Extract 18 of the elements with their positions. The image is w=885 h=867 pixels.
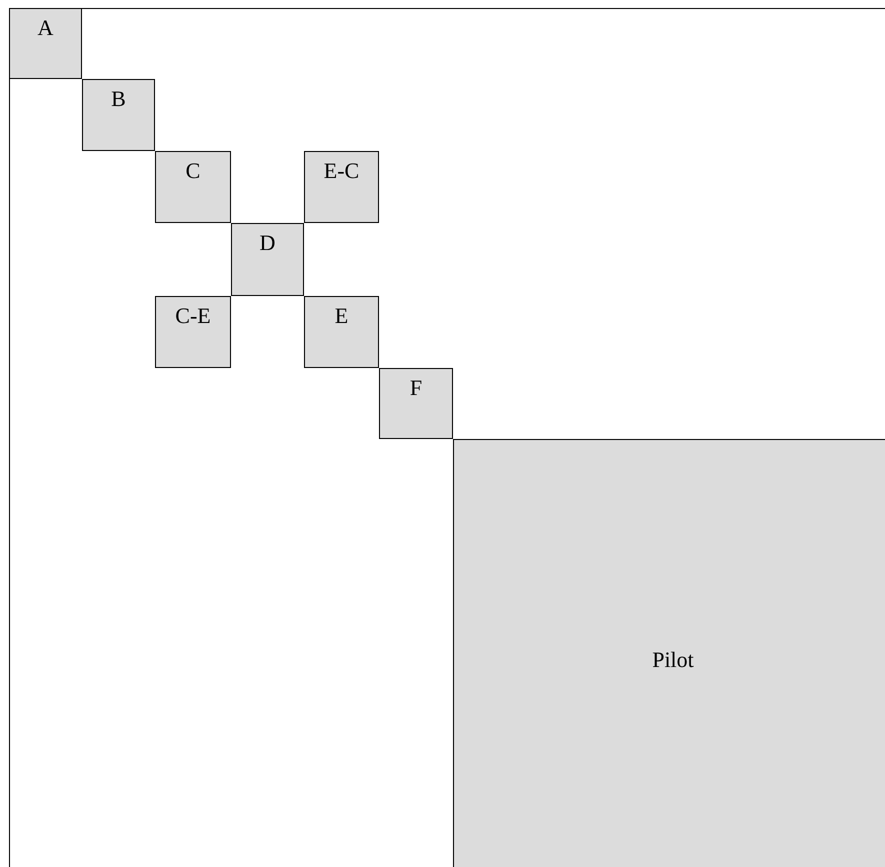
block-label: A — [36, 15, 54, 41]
block-label: E — [334, 303, 350, 329]
matrix-block — [82, 79, 155, 151]
block-label: E-C — [322, 158, 360, 184]
matrix-block — [304, 151, 379, 223]
matrix-block — [155, 296, 231, 368]
pilot-block — [453, 439, 885, 867]
block-label: D — [258, 230, 276, 256]
block-label: C — [184, 158, 202, 184]
matrix-block — [379, 368, 453, 439]
matrix-block — [9, 8, 82, 79]
matrix-block — [231, 223, 304, 296]
block-label: F — [408, 375, 424, 401]
block-label: B — [110, 86, 127, 112]
block-label: Pilot — [651, 647, 695, 673]
block-label: C-E — [174, 303, 212, 329]
matrix-block — [304, 296, 379, 368]
matrix-block — [155, 151, 231, 223]
